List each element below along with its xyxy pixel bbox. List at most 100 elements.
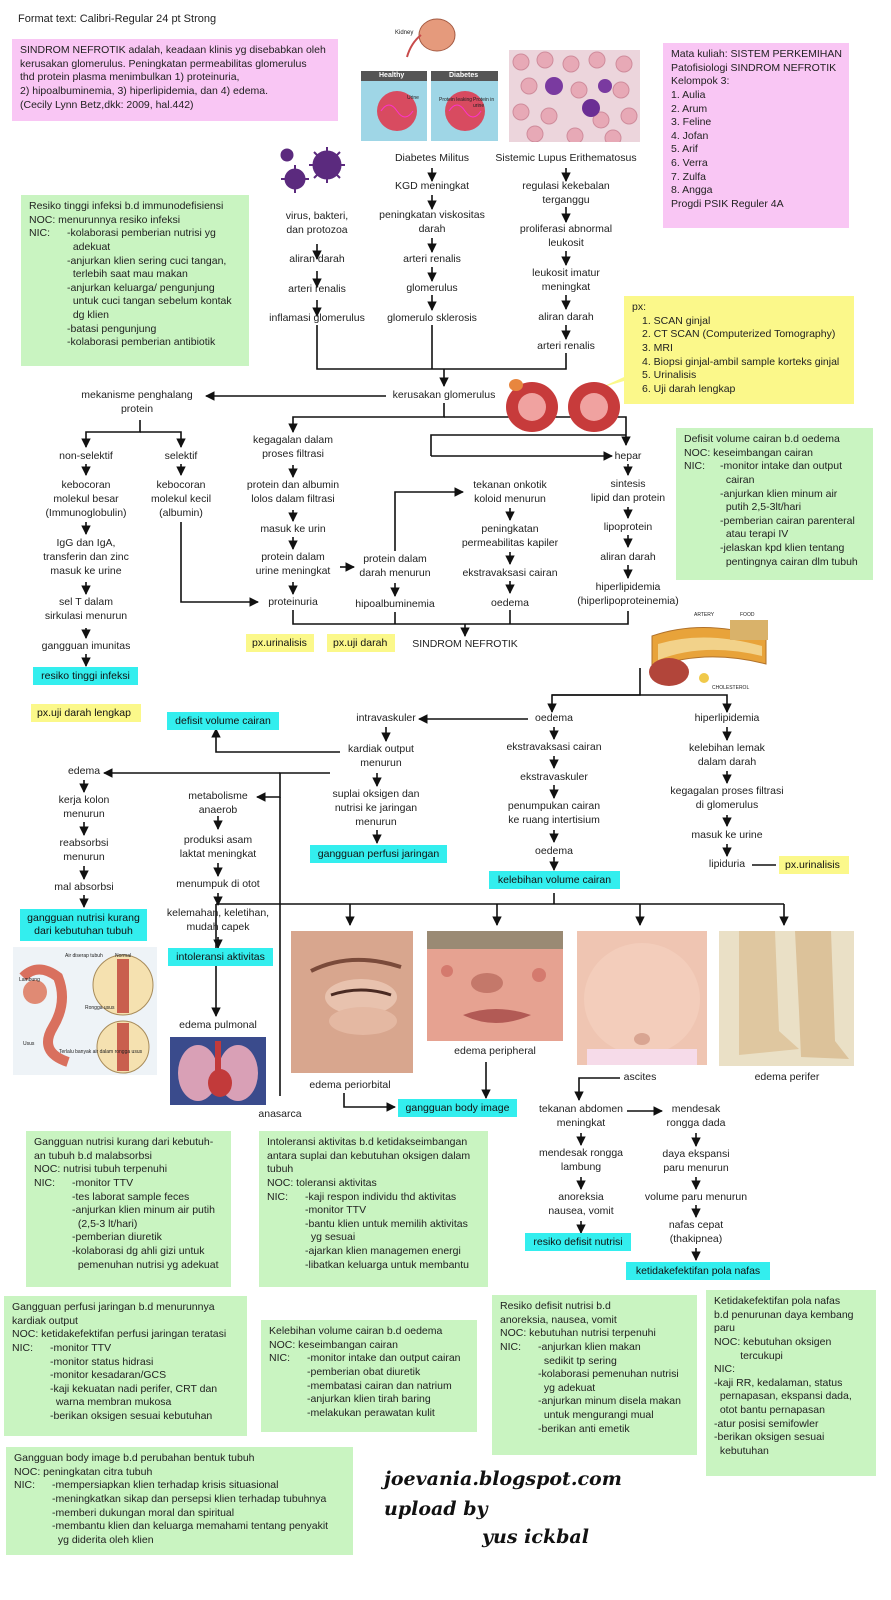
member-name: 3. Feline <box>671 116 712 129</box>
exam-item: 2. CT SCAN (Computerized Tomography) <box>642 328 836 341</box>
protein-urine-meningkat: protein dalam urine meningkat <box>255 551 331 577</box>
member-name: 4. Jofan <box>671 129 709 142</box>
normal-label: Normal <box>115 953 132 959</box>
kidney-sections-graphic <box>506 379 620 432</box>
ekstravaksasi-cairan-2: ekstravaksasi cairan <box>506 741 602 753</box>
hipoalbuminemia: hipoalbuminemia <box>355 598 435 610</box>
plan-line: tubuh <box>267 1163 294 1176</box>
face-mouth-graphic <box>427 931 563 1041</box>
plan-line: NOC: kebutuhan nutrisi terpenuhi <box>500 1327 656 1340</box>
plan-item: -berikan oksigen sesuai kebutuhan <box>50 1410 213 1423</box>
plan-nic-label: NIC: <box>29 227 50 240</box>
face-eye-graphic <box>291 931 413 1073</box>
tekanan-abdomen: tekanan abdomen meningkat <box>538 1103 624 1129</box>
cholesterol-label: CHOLESTEROL <box>712 685 750 691</box>
plan-item: otot bantu pernapasan <box>714 1404 825 1417</box>
plan-item: -tes laborat sample feces <box>72 1190 190 1203</box>
artery-label: ARTERY <box>694 612 715 618</box>
diagnosis-defisit-volume-cairan: defisit volume cairan <box>167 712 279 730</box>
course-line: Progdi PSIK Reguler 4A <box>671 198 784 211</box>
plan-line: Ketidakefektifan pola nafas <box>714 1295 841 1307</box>
daya-ekspansi-paru: daya ekspansi paru menurun <box>662 1148 730 1174</box>
plan-item: -batasi pengunjung <box>67 322 157 335</box>
exam-title: px: <box>632 301 647 313</box>
cause-node: glomerulus <box>406 282 458 294</box>
plan-item: terlebih saat mau makan <box>67 268 188 281</box>
diagnosis-gangguan-perfusi: gangguan perfusi jaringan <box>310 845 447 863</box>
ascites: ascites <box>623 1071 657 1083</box>
plan-item: -anjurkan klien sering cuci tangan, <box>67 254 227 267</box>
kidney-illustration: Kidney Healthy Diabetes Urine Protein le… <box>361 13 498 141</box>
plan-item: -bantu klien untuk memilih aktivitas <box>305 1217 468 1230</box>
plan-item: cairan <box>720 473 755 486</box>
member-name: 8. Angga <box>671 184 713 197</box>
diagnosis-intoleransi-aktivitas: intoleransi aktivitas <box>168 948 273 966</box>
mendesak-rongga-dada: mendesak rongga dada <box>666 1103 726 1129</box>
kelemahan-keletihan: kelemahan, keletihan, mudah capek <box>166 907 270 933</box>
cause-infection: virus, bakteri, dan protozoa <box>285 210 349 236</box>
reabsorbsi: reabsorbsi menurun <box>59 837 109 863</box>
plan-line: tercukupi <box>714 1349 783 1362</box>
plan-item: -kolaborasi pemenuhan nutrisi <box>538 1368 679 1381</box>
plan-noc: NOC: keseimbangan cairan <box>684 446 813 459</box>
plan-item: yg adekuat <box>538 1381 596 1394</box>
plan-item: -libatkan keluarga untuk membantu <box>305 1258 470 1271</box>
plan-item: -membantu klien dan keluarga memahami te… <box>52 1520 329 1533</box>
format-note: Format text: Calibri-Regular 24 pt Stron… <box>18 13 217 25</box>
plan-item: -kolaborasi pemberian antibiotik <box>67 336 216 349</box>
plan-line: kardiak output <box>12 1314 78 1327</box>
oedema: oedema <box>491 597 529 609</box>
mendesak-rongga-lambung: mendesak rongga lambung <box>538 1147 624 1173</box>
healthy-label: Healthy <box>379 72 405 79</box>
plan-nic-label: NIC: <box>12 1341 33 1354</box>
protein-darah-menurun: protein dalam darah menurun <box>359 553 431 579</box>
lungs-image <box>170 1037 266 1105</box>
tekanan-onkotik: tekanan onkotik koloid menurun <box>473 479 547 505</box>
plan-item: -pemberian cairan parenteral <box>720 514 855 527</box>
plan-title: Resiko tinggi infeksi b.d immunodefisien… <box>29 200 224 212</box>
peripheral-leg-edema-photo <box>719 931 854 1066</box>
plan-item: -membatasi cairan dan natrium <box>307 1379 452 1392</box>
intestine-graphic <box>19 954 154 1074</box>
plan-nic-label: NIC: <box>684 460 705 473</box>
oedema-2: oedema <box>535 845 573 857</box>
abdomen-graphic <box>577 931 707 1065</box>
selektif: selektif <box>164 450 198 462</box>
diagnosis-kelebihan-volume-cairan: kelebihan volume cairan <box>489 871 620 889</box>
menumpuk-di-otot: menumpuk di otot <box>176 878 260 890</box>
plan-line: an tubuh b.d malabsorbsi <box>34 1149 152 1162</box>
plan-line: NOC: ketidakefektifan perfusi jaringan t… <box>12 1328 227 1341</box>
ekstravaksasi-cairan: ekstravaksasi cairan <box>462 567 558 579</box>
breathing-pattern-care-plan: Ketidakefektifan pola nafas b.d penuruna… <box>706 1290 876 1476</box>
plan-line: Gangguan nutrisi kurang dari kebutuh- <box>34 1136 214 1148</box>
plan-item: -anjurkan klien tirah baring <box>307 1393 431 1406</box>
member-name: 7. Zulfa <box>671 170 707 183</box>
artery-graphic <box>649 620 768 686</box>
plan-line: Intoleransi aktivitas b.d ketidakseimban… <box>267 1136 468 1148</box>
gangguan-imunitas: gangguan imunitas <box>41 640 131 652</box>
plan-item: pemenuhan nutrisi yg adekuat <box>72 1258 219 1271</box>
nutrition-deficit-care-plan: Resiko defisit nutrisi b.d anoreksia, na… <box>492 1295 697 1455</box>
cause-node: leukosit imatur meningkat <box>532 267 600 293</box>
sintesis-lipid: sintesis lipid dan protein <box>590 478 666 504</box>
diabetes-label: Diabetes <box>449 72 479 79</box>
plan-title: Defisit volume cairan b.d oedema <box>684 433 840 445</box>
plan-nic-label: NIC: <box>34 1176 55 1189</box>
fluid-excess-care-plan: Kelebihan volume cairan b.d oedema NOC: … <box>261 1320 477 1432</box>
exam-item: 6. Uji darah lengkap <box>642 382 736 395</box>
cause-node: regulasi kekebalan terganggu <box>522 180 610 206</box>
uploader-name: yus ickbal <box>482 1526 589 1548</box>
plan-item: -pemberian obat diuretik <box>307 1365 421 1378</box>
kegagalan-filtrasi-2: kegagalan proses filtrasi di glomerulus <box>670 785 784 811</box>
plan-item: -anjurkan klien minum air <box>720 487 838 500</box>
virus-graphic <box>280 147 345 193</box>
cause-node: arteri renalis <box>403 253 461 265</box>
plan-item: -monitor kesadaran/GCS <box>50 1369 167 1382</box>
permeabilitas-kapiler: peningkatan permeabilitas kapiler <box>461 523 559 549</box>
member-name: 5. Arif <box>671 143 698 156</box>
air-diserap-label: Air diserap tubuh <box>65 953 103 959</box>
plan-item: yg diderita oleh klien <box>52 1533 154 1546</box>
plan-item: warna membran mukosa <box>50 1396 172 1409</box>
definition-line: thd protein plasma menimbulkan 1) protei… <box>20 71 240 84</box>
